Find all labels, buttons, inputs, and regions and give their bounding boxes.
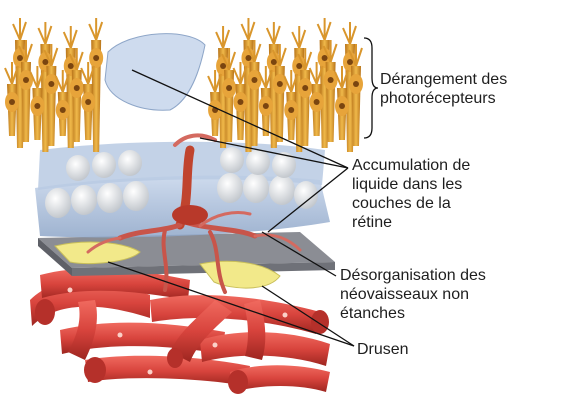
photoreceptor-dendrite [240,18,256,41]
photoreceptor-nucleus [220,63,227,69]
photoreceptor-dendrite [322,40,338,63]
photoreceptor-dendrite [271,44,287,67]
photoreceptor-nucleus [288,107,295,113]
photoreceptor-dendrite [283,70,299,93]
photoreceptor-dendrite [257,66,273,89]
photoreceptor-nucleus [93,55,100,61]
photoreceptor-dendrite [12,18,27,41]
photoreceptor-nucleus [353,81,359,87]
photoreceptor-dendrite [215,26,231,49]
photoreceptor-nucleus [245,55,252,61]
photoreceptor-nucleus [327,77,334,83]
photoreceptor-nucleus [321,55,328,61]
photoreceptor-nucleus [262,103,269,109]
label-photoreceptors: Dérangement des photorécepteurs [380,71,508,107]
photoreceptor-dendrite [37,22,53,45]
photoreceptor-nucleus [42,59,49,65]
photoreceptor-nucleus [296,63,303,69]
leader-drusen-2 [261,285,355,347]
leaking-neovessels [86,133,302,294]
label-fluid-accumulation: Accumulation de liquide dans les couches… [352,157,471,231]
photoreceptor-nucleus [276,81,283,87]
photoreceptor-dendrite [68,48,84,71]
photoreceptor-dendrite [348,44,363,67]
photoreceptor-nucleus [270,59,277,65]
leader-lines [107,37,379,347]
photoreceptor-nucleus [237,99,244,105]
photoreceptor-dendrite [18,40,33,63]
leader-neovessels [261,231,337,277]
photoreceptor-dendrite [221,48,237,71]
leader-fluid-2 [199,137,349,169]
photoreceptor-dendrite [246,40,262,63]
leader-drusen-1 [107,261,355,347]
photoreceptors-layer [4,18,363,152]
photoreceptor-dendrite [308,62,324,85]
photoreceptor-dendrite [232,62,248,85]
photoreceptor-nucleus [85,99,92,105]
photoreceptor-nucleus [34,103,41,109]
photoreceptor-nucleus [17,55,23,61]
photoreceptor-dendrite [207,70,223,93]
photoreceptor-nucleus [48,81,55,87]
photoreceptor-nucleus [302,85,309,91]
label-neovessels: Désorganisation des néovaisseaux non éta… [340,267,486,322]
photoreceptor-dendrite [342,22,357,45]
choroid-vessels [30,268,330,394]
photoreceptor-dendrite [54,70,70,93]
photoreceptor-dendrite [265,22,281,45]
photoreceptor-dendrite [88,18,104,41]
photoreceptor-nucleus [313,99,320,105]
leader-fluid-1 [131,69,349,169]
photoreceptor-dendrite [62,26,78,49]
photoreceptor-nucleus [67,63,74,69]
photoreceptor-nucleus [226,85,233,91]
photoreceptor-nucleus [9,99,15,105]
photoreceptor-nucleus [59,107,66,113]
photoreceptor-dendrite [291,26,307,49]
photoreceptor-nucleus [73,85,80,91]
photoreceptor-dendrite [334,66,349,89]
photoreceptor-dendrite [297,48,313,71]
photoreceptor-nucleus [251,77,258,83]
photoreceptors-bracket [363,37,379,139]
photoreceptor-dendrite [80,62,96,85]
photoreceptor-dendrite [316,18,332,41]
photoreceptor-nucleus [23,77,29,83]
photoreceptor-dendrite [29,66,45,89]
photoreceptor-dendrite [4,62,19,85]
leader-fluid-3 [267,167,349,233]
fluid-bubble [104,33,206,111]
photoreceptor-nucleus [347,59,353,65]
photoreceptor-nucleus [339,103,345,109]
label-drusen: Drusen [357,341,409,358]
retinal-cells [45,147,318,218]
photoreceptor-dendrite [43,44,59,67]
